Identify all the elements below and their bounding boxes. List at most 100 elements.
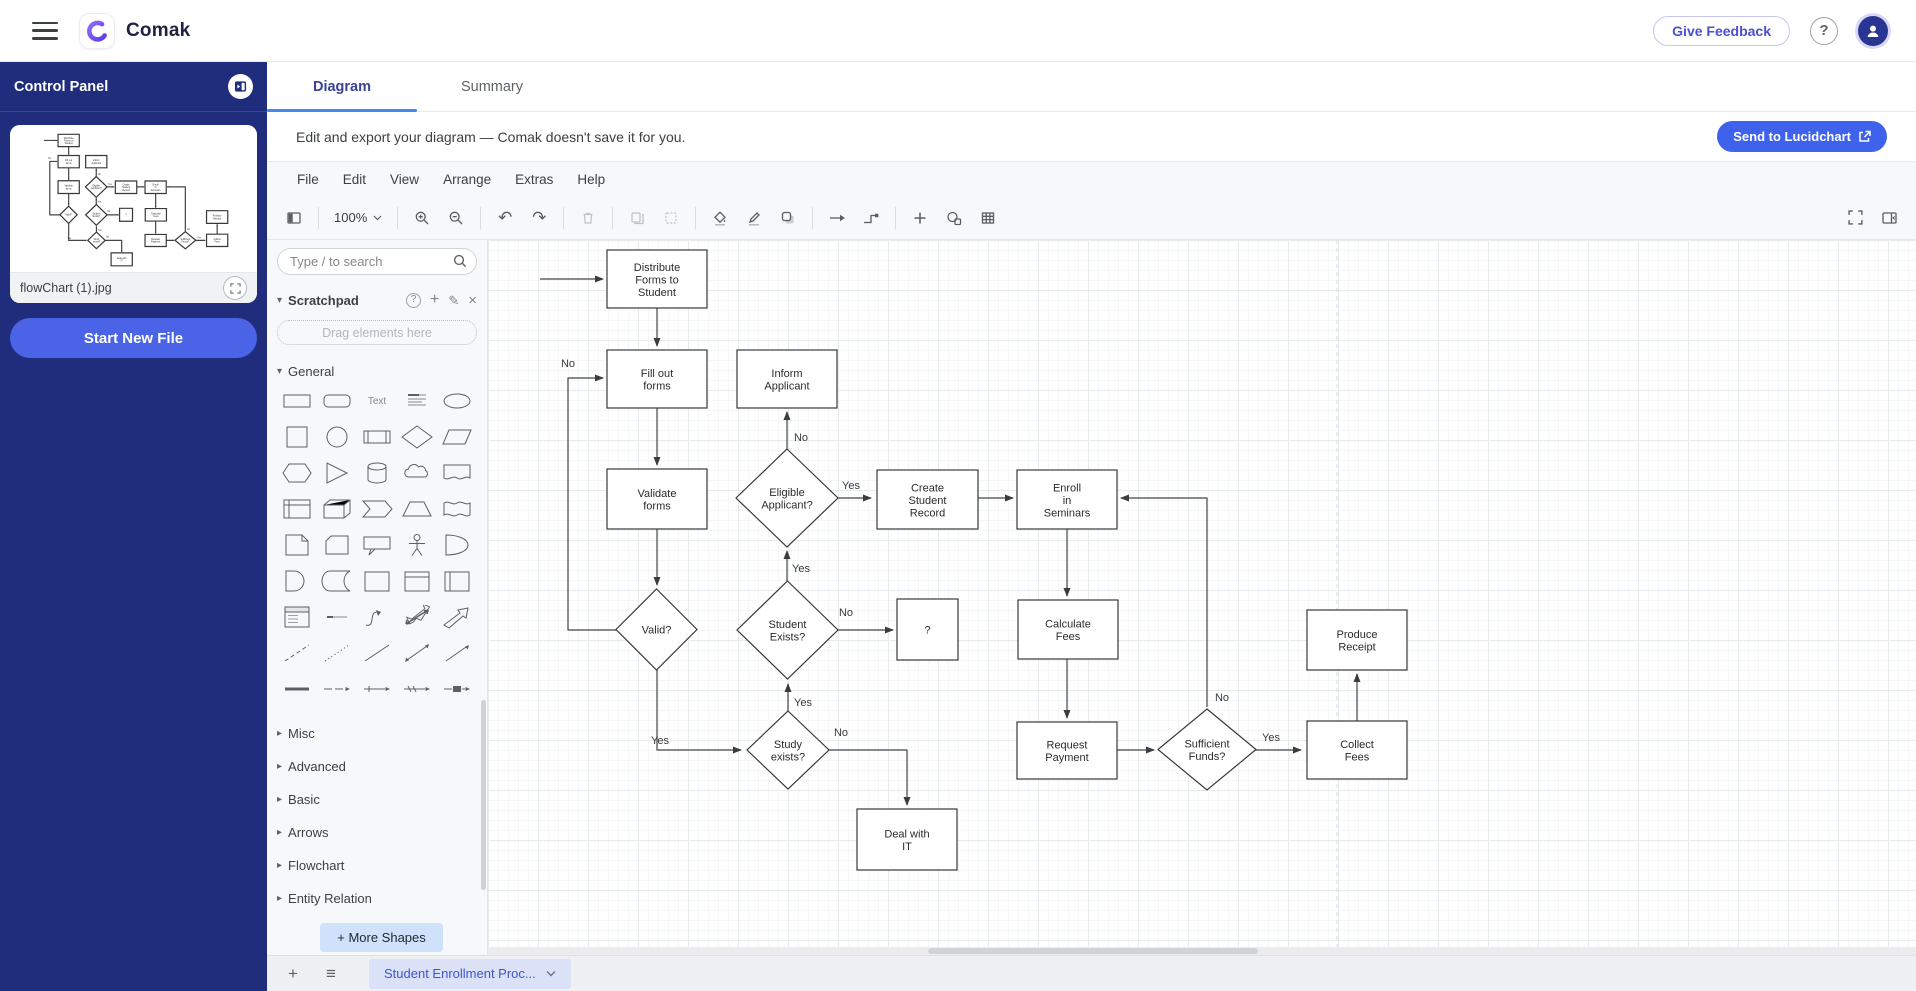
format-panel-icon[interactable]	[1874, 203, 1904, 233]
add-page-icon[interactable]: +	[279, 960, 307, 988]
give-feedback-button[interactable]: Give Feedback	[1653, 15, 1790, 46]
shape-internal-storage[interactable]	[277, 495, 317, 523]
add-icon[interactable]: +	[429, 291, 440, 308]
collapse-panel-icon[interactable]	[228, 74, 253, 99]
table-icon[interactable]	[973, 203, 1003, 233]
canvas-hscrollbar-thumb[interactable]	[928, 948, 1258, 954]
shape-arrow-link[interactable]	[317, 675, 357, 703]
shape-note[interactable]	[277, 531, 317, 559]
shape-data-storage[interactable]	[317, 567, 357, 595]
shape-heading[interactable]	[397, 387, 437, 415]
menu-edit[interactable]: Edit	[342, 171, 367, 187]
shape-actor[interactable]	[397, 531, 437, 559]
shape-triangle[interactable]	[317, 459, 357, 487]
tab-summary[interactable]: Summary	[460, 78, 524, 95]
page-tab[interactable]: Student Enrollment Proc...	[369, 958, 571, 989]
shape-ellipse[interactable]	[437, 387, 477, 415]
flow-edge[interactable]	[68, 223, 87, 241]
shape-and[interactable]	[277, 567, 317, 595]
shape-or[interactable]	[437, 531, 477, 559]
section-entity-relation[interactable]: ▸Entity Relation	[277, 891, 372, 906]
line-color-icon[interactable]	[739, 203, 769, 233]
shape-parallelogram[interactable]	[437, 423, 477, 451]
insert-icon[interactable]	[905, 203, 935, 233]
flowchart-node-valid[interactable]: Valid?	[59, 206, 76, 223]
shape-tape[interactable]	[437, 495, 477, 523]
expand-preview-icon[interactable]	[223, 276, 247, 300]
zoom-in-icon[interactable]	[407, 203, 437, 233]
toggle-panel-icon[interactable]	[279, 203, 309, 233]
edit-icon[interactable]: ✎	[448, 292, 460, 308]
shape-arrow[interactable]	[437, 603, 477, 631]
waypoints-icon[interactable]	[856, 203, 886, 233]
section-basic[interactable]: ▸Basic	[277, 792, 320, 807]
shape-cloud[interactable]	[397, 459, 437, 487]
shape-square[interactable]	[277, 423, 317, 451]
flow-edge[interactable]	[829, 749, 911, 806]
shape-circle[interactable]	[317, 423, 357, 451]
undo-icon[interactable]: ↶	[490, 203, 520, 233]
menu-file[interactable]: File	[297, 171, 319, 187]
flow-edge[interactable]	[1120, 494, 1208, 707]
section-general[interactable]: ▾ General	[277, 364, 477, 379]
section-flowchart[interactable]: ▸Flowchart	[277, 858, 345, 873]
shape-horizontal-container[interactable]	[437, 567, 477, 595]
tab-diagram[interactable]: Diagram	[267, 62, 417, 112]
canvas-hscrollbar[interactable]	[488, 947, 1916, 955]
shape-diamond[interactable]	[397, 423, 437, 451]
close-icon[interactable]: ×	[468, 291, 477, 309]
zoom-out-icon[interactable]	[441, 203, 471, 233]
menu-arrange[interactable]: Arrange	[443, 171, 492, 187]
shape-cylinder[interactable]	[357, 459, 397, 487]
shape-annotation-link[interactable]	[437, 675, 477, 703]
shape-rectangle[interactable]	[277, 387, 317, 415]
flowchart-node-question[interactable]: ?	[119, 208, 132, 221]
connection-arrow-icon[interactable]	[822, 203, 852, 233]
shape-hexagon[interactable]	[277, 459, 317, 487]
shape-vertical-container[interactable]	[397, 567, 437, 595]
start-new-file-button[interactable]: Start New File	[10, 318, 257, 358]
hamburger-menu-icon[interactable]	[32, 21, 58, 40]
avatar[interactable]	[1858, 15, 1888, 46]
scratchpad-dropzone[interactable]: Drag elements here	[277, 320, 477, 345]
help-circle-icon[interactable]: ?	[405, 292, 421, 308]
shape-document[interactable]	[437, 459, 477, 487]
shape-list[interactable]	[277, 603, 317, 631]
shape-line[interactable]	[357, 639, 397, 667]
shape-step[interactable]	[357, 495, 397, 523]
shape-simple-arrow-alt[interactable]	[397, 675, 437, 703]
send-to-lucidchart-button[interactable]: Send to Lucidchart	[1717, 121, 1887, 152]
flow-edge[interactable]	[49, 160, 59, 214]
shape-dotted-line[interactable]	[317, 639, 357, 667]
fill-color-icon[interactable]	[705, 203, 735, 233]
pages-menu-icon[interactable]: ≡	[317, 960, 345, 988]
shadow-icon[interactable]	[773, 203, 803, 233]
flow-edge[interactable]	[105, 240, 122, 252]
flow-edge[interactable]	[166, 185, 185, 230]
shape-directional-connector[interactable]	[437, 639, 477, 667]
fullscreen-icon[interactable]	[1840, 203, 1870, 233]
